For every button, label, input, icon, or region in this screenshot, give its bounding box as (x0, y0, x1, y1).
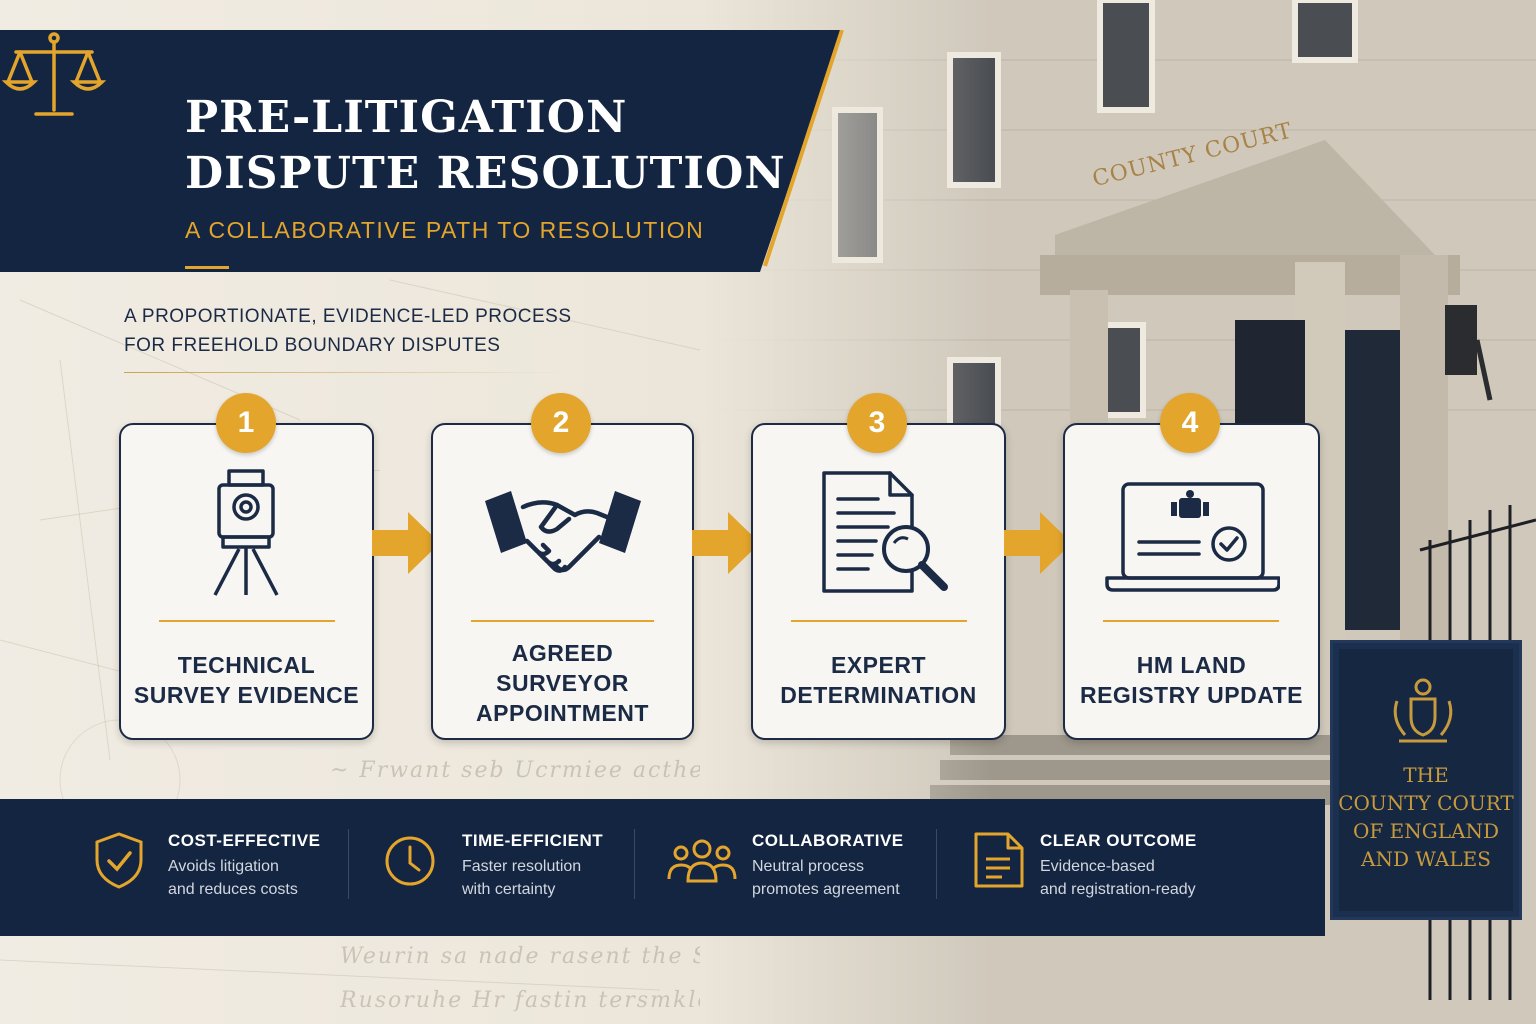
benefit-line: with certainty (462, 881, 556, 898)
benefit-divider (348, 829, 349, 899)
step-label-line: TECHNICAL (177, 652, 316, 678)
step-label-line: DETERMINATION (780, 682, 977, 708)
arrow-right-icon (1004, 512, 1072, 574)
step-divider (159, 620, 335, 622)
sign-text: THE COUNTY COURT OF ENGLAND AND WALES (1333, 761, 1519, 873)
step-card-3: EXPERT DETERMINATION (751, 423, 1006, 740)
benefit-divider (634, 829, 635, 899)
intro-line: A PROPORTIONATE, EVIDENCE-LED PROCESS (124, 306, 572, 327)
benefit-description: Neutral process promotes agreement (752, 855, 900, 901)
benefit-description: Avoids litigation and reduces costs (168, 855, 298, 901)
step-divider (471, 620, 654, 622)
document-search-icon (822, 471, 948, 593)
page-title: PRE-LITIGATION DISPUTE RESOLUTION (185, 90, 786, 202)
banner-shape (0, 30, 844, 272)
step-number-badge-4: 4 (1160, 393, 1220, 453)
benefit-line: Evidence-based (1040, 858, 1155, 875)
step-label: HM LAND REGISTRY UPDATE (1065, 650, 1318, 710)
step-divider (791, 620, 967, 622)
header-banner: PRE-LITIGATION DISPUTE RESOLUTION A COLL… (0, 30, 845, 272)
step-divider (1103, 620, 1279, 622)
benefit-divider (936, 829, 937, 899)
benefit-description: Faster resolution with certainty (462, 855, 581, 901)
step-number-badge-1: 1 (216, 393, 276, 453)
benefit-line: Avoids litigation (168, 858, 279, 875)
shield-check-icon (95, 832, 143, 889)
arrow-right-icon (372, 512, 440, 574)
benefit-line: Neutral process (752, 858, 865, 875)
benefit-description: Evidence-based and registration-ready (1040, 855, 1196, 901)
intro-divider (124, 372, 564, 373)
title-line: DISPUTE RESOLUTION (185, 148, 786, 199)
benefit-title: TIME-EFFICIENT (462, 831, 604, 850)
royal-coat-of-arms-icon (1393, 678, 1453, 743)
document-icon (974, 832, 1024, 888)
benefit-line: promotes agreement (752, 881, 900, 898)
people-group-icon (667, 839, 737, 883)
theodolite-icon (213, 469, 279, 596)
court-sign: THE COUNTY COURT OF ENGLAND AND WALES (1330, 640, 1522, 920)
arrow-right-icon (692, 512, 760, 574)
benefit-title: COLLABORATIVE (752, 831, 904, 850)
step-label: EXPERT DETERMINATION (753, 650, 1004, 710)
step-label-line: SURVEY EVIDENCE (133, 682, 360, 708)
intro-line: FOR FREEHOLD BOUNDARY DISPUTES (124, 335, 501, 356)
sign-line: AND WALES (1361, 847, 1491, 871)
sign-line: COUNTY COURT (1338, 791, 1514, 815)
intro-text: A PROPORTIONATE, EVIDENCE-LED PROCESS FO… (124, 302, 572, 360)
benefit-line: and reduces costs (168, 881, 298, 898)
step-label: AGREED SURVEYOR APPOINTMENT (433, 638, 692, 728)
sign-line: THE (1403, 763, 1449, 787)
title-line: PRE-LITIGATION (185, 92, 628, 143)
step-label-line: HM LAND (1136, 652, 1247, 678)
step-number-badge-2: 2 (531, 393, 591, 453)
step-card-1: TECHNICAL SURVEY EVIDENCE (119, 423, 374, 740)
title-underline (185, 266, 229, 269)
step-label-line: SURVEYOR (496, 670, 629, 696)
step-label-line: APPOINTMENT (476, 700, 649, 726)
step-label-line: AGREED (511, 640, 614, 666)
clock-icon (385, 836, 435, 886)
page-subtitle: A COLLABORATIVE PATH TO RESOLUTION (185, 217, 705, 243)
handwriting-decoration: ~ Frwant seb Ucrmiee acthe ~~ (330, 758, 755, 783)
sign-line: OF ENGLAND (1353, 819, 1499, 843)
benefits-bar: COST-EFFECTIVE Avoids litigation and red… (0, 799, 1325, 936)
step-label-line: EXPERT (830, 652, 927, 678)
step-label: TECHNICAL SURVEY EVIDENCE (121, 650, 372, 710)
benefit-title: COST-EFFECTIVE (168, 831, 321, 850)
step-label-line: REGISTRY UPDATE (1079, 682, 1304, 708)
laptop-check-icon (1105, 482, 1280, 592)
step-card-4: HM LAND REGISTRY UPDATE (1063, 423, 1320, 740)
step-card-2: AGREED SURVEYOR APPOINTMENT (431, 423, 694, 740)
step-number-badge-3: 3 (847, 393, 907, 453)
benefit-line: and registration-ready (1040, 881, 1196, 898)
handshake-icon (485, 491, 641, 573)
scales-of-justice-icon (1, 32, 107, 116)
benefit-line: Faster resolution (462, 858, 582, 875)
benefit-title: CLEAR OUTCOME (1040, 831, 1197, 850)
